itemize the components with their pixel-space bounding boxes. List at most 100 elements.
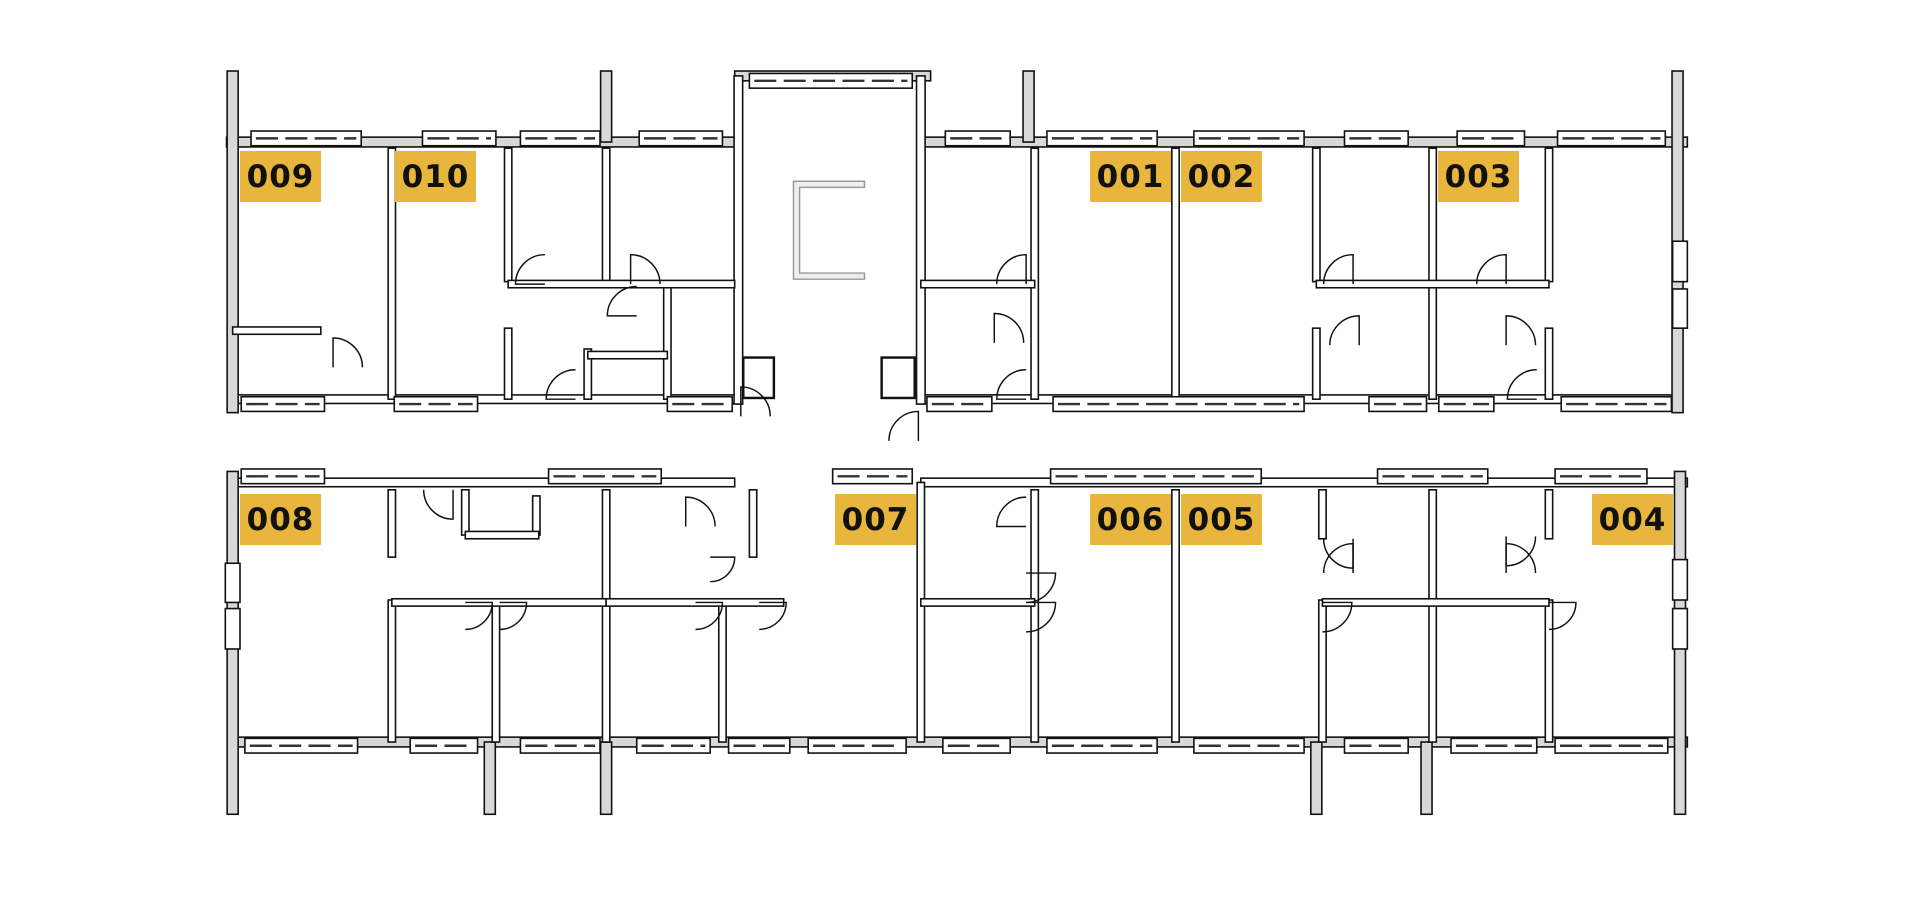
unit-label-005[interactable]: 005 <box>1181 494 1262 545</box>
unit-label-010[interactable]: 010 <box>395 151 476 202</box>
wall <box>1030 147 1040 400</box>
wall <box>915 75 926 405</box>
window <box>1671 240 1689 283</box>
wall <box>231 326 322 336</box>
door-swing <box>465 601 493 631</box>
wall <box>1321 597 1550 607</box>
door-swing <box>1476 253 1507 285</box>
window <box>942 737 1011 754</box>
door-swing <box>606 285 637 317</box>
wall <box>733 75 744 405</box>
wall <box>586 350 669 360</box>
wall <box>1544 147 1554 283</box>
window <box>1343 130 1409 147</box>
wall <box>503 327 513 400</box>
wall <box>391 597 607 607</box>
wall <box>226 70 239 414</box>
wall <box>1310 741 1323 816</box>
wall <box>601 489 611 743</box>
window <box>944 130 1011 147</box>
door-swing <box>1322 601 1353 633</box>
wall <box>662 280 672 400</box>
unit-label-009[interactable]: 009 <box>240 151 321 202</box>
wall <box>601 147 611 283</box>
door-swing <box>1329 315 1360 346</box>
door-swing <box>995 369 1027 400</box>
wall <box>920 279 1036 289</box>
wall <box>920 597 1036 607</box>
window <box>1368 395 1428 413</box>
wall <box>1311 147 1321 283</box>
wall <box>599 70 613 143</box>
windows <box>224 72 1689 754</box>
unit-label-001[interactable]: 001 <box>1090 151 1171 202</box>
wall <box>1420 741 1433 816</box>
wall <box>748 489 758 558</box>
unit-label-007[interactable]: 007 <box>835 494 916 545</box>
door-swing <box>1322 538 1354 569</box>
wall <box>503 147 513 283</box>
window <box>1671 607 1689 650</box>
wall <box>1317 489 1327 540</box>
window <box>666 395 734 413</box>
door-swing <box>1506 369 1537 400</box>
unit-label-008[interactable]: 008 <box>240 494 321 545</box>
wall <box>1030 489 1040 743</box>
wall <box>1544 489 1554 540</box>
door-swing <box>514 253 545 285</box>
unit-label-002[interactable]: 002 <box>1181 151 1262 202</box>
unit-label-006[interactable]: 006 <box>1090 494 1171 545</box>
door-swing <box>1548 601 1577 631</box>
window <box>1343 737 1409 754</box>
unit-label-003[interactable]: 003 <box>1438 151 1519 202</box>
wall <box>507 279 736 289</box>
wall <box>1311 327 1321 400</box>
door-swing <box>995 496 1027 528</box>
shaft <box>742 356 776 400</box>
window <box>224 607 241 650</box>
door-swing <box>629 253 661 285</box>
door-swing <box>545 369 576 400</box>
door-swing <box>1322 542 1354 574</box>
wall <box>387 599 397 743</box>
door-swing <box>695 601 724 631</box>
wall <box>605 597 785 607</box>
wall <box>717 599 727 743</box>
wall <box>583 348 593 400</box>
wall <box>483 741 497 816</box>
door-swing <box>888 410 920 441</box>
window <box>1671 558 1689 601</box>
wall <box>599 741 613 816</box>
wall <box>1428 489 1438 743</box>
door-swing <box>996 253 1027 285</box>
door-swing <box>1026 601 1057 633</box>
wall <box>460 489 470 536</box>
wall <box>387 489 397 558</box>
window <box>1456 130 1526 147</box>
doors <box>332 253 1577 633</box>
wall <box>1544 599 1554 743</box>
door-swing <box>759 601 787 631</box>
shaft <box>880 356 916 400</box>
window <box>1671 288 1689 329</box>
window <box>727 737 791 754</box>
door-swing <box>499 601 528 631</box>
unit-label-004[interactable]: 004 <box>1592 494 1673 545</box>
door-swing <box>684 496 716 527</box>
door-swing <box>1505 542 1537 574</box>
window <box>926 395 993 413</box>
wall <box>531 495 541 536</box>
door-swing <box>1322 253 1354 285</box>
window <box>1437 395 1495 413</box>
wall <box>1428 147 1438 400</box>
door-swing <box>710 556 736 583</box>
wall <box>1171 147 1180 400</box>
door-swing <box>740 386 771 417</box>
door-swing <box>1505 315 1537 346</box>
wall <box>1022 70 1035 143</box>
wall <box>1317 599 1327 743</box>
wall <box>916 481 926 743</box>
wall <box>1315 279 1550 289</box>
door-swing <box>332 337 364 368</box>
